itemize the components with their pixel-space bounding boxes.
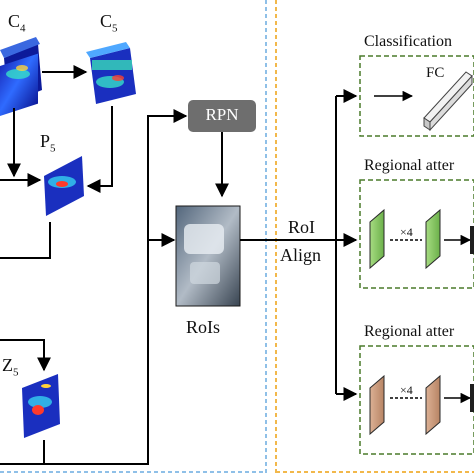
repeat-label-2: ×4: [400, 383, 413, 397]
attention-1-output: [470, 226, 474, 254]
p5-feature-map: [44, 156, 84, 216]
c4-label: C4: [8, 11, 26, 35]
green-layer-2: [425, 208, 441, 270]
arrow-c5-to-p5: [86, 106, 113, 193]
c5-feature-map: [86, 42, 136, 104]
z5-feature-map: [22, 374, 60, 438]
z5-subscript: 5: [13, 366, 19, 379]
tan-layer-1: [369, 374, 385, 436]
repeat-label-1: ×4: [400, 225, 413, 239]
c4-feature-map: [0, 37, 42, 116]
c5-label: C5: [100, 11, 118, 35]
arrow-z5-in: [0, 339, 51, 372]
z5-label: Z5: [2, 355, 19, 379]
rpn-box: [188, 100, 256, 132]
rois-image: [175, 205, 241, 307]
attention-2-output: [470, 384, 474, 412]
fc-label: FC: [426, 65, 445, 81]
c4-subscript: 4: [20, 22, 26, 35]
attention-module-1: [359, 179, 474, 289]
attention-title-2: Regional atter: [364, 323, 455, 340]
p5-subscript: 5: [50, 142, 56, 155]
attention-module-2: [359, 345, 474, 455]
rpn-label: RPN: [205, 105, 239, 124]
green-layer-1: [369, 208, 385, 270]
tan-layer-2: [425, 374, 441, 436]
classification-module: [359, 55, 474, 137]
rois-label: RoIs: [186, 317, 221, 337]
roi-align-label-line1: RoI: [288, 217, 315, 237]
bus-line: [0, 109, 188, 465]
fc-layer: [423, 71, 473, 132]
line-p5-down: [0, 222, 51, 259]
classification-title: Classification: [364, 33, 452, 50]
p5-label: P5: [40, 131, 56, 155]
attention-title-1: Regional atter: [364, 157, 455, 174]
c5-subscript: 5: [112, 22, 118, 35]
roi-align-label-line2: Align: [280, 245, 322, 265]
